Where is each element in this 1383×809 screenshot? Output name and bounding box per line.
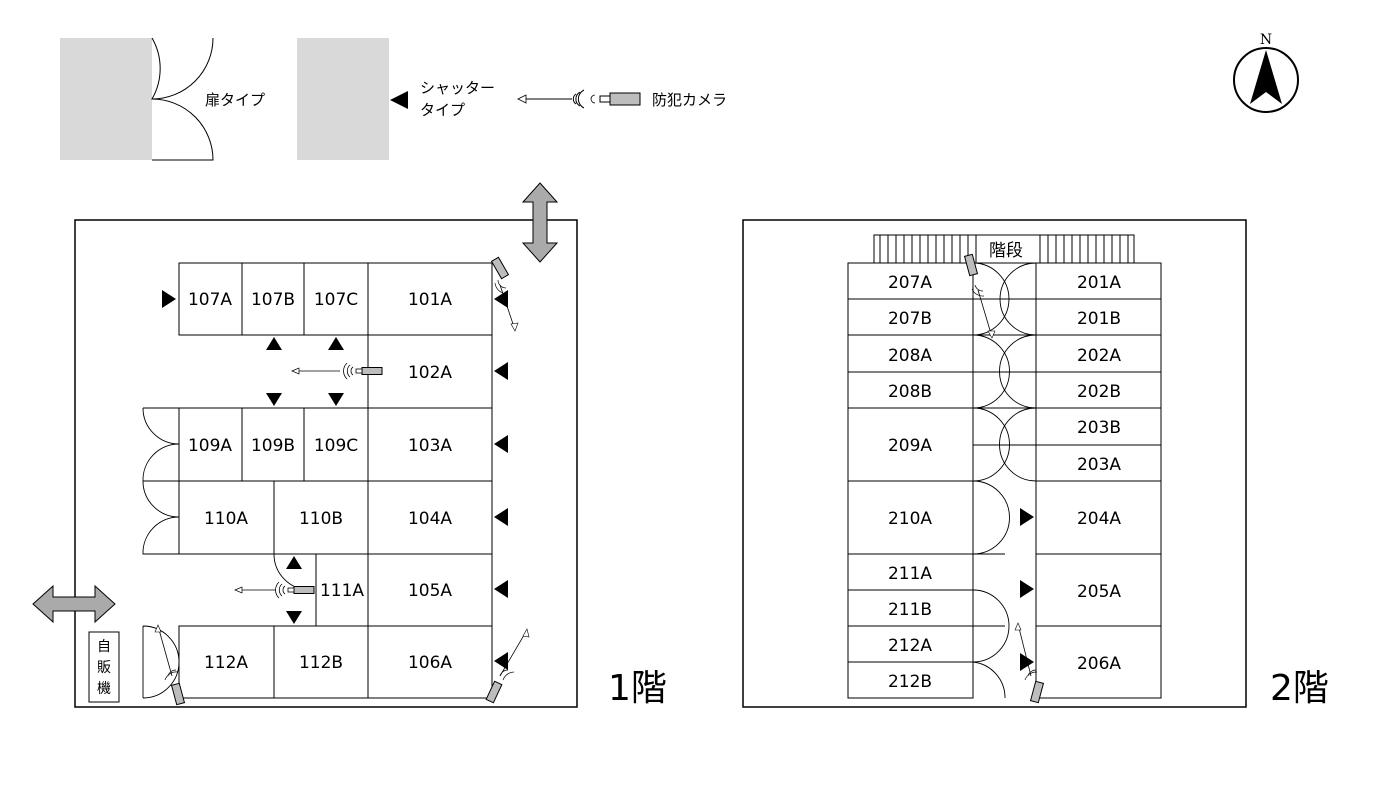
shutter-type-label-line1: シャッター bbox=[420, 79, 495, 97]
unit-212B bbox=[847, 661, 974, 699]
camera-icon bbox=[485, 680, 503, 704]
shutter-105A-icon bbox=[494, 580, 508, 598]
floor2-plan: 階段 207A 207B 208A bbox=[742, 219, 1329, 709]
floor2-outline bbox=[742, 219, 1247, 708]
shutter-type-legend: シャッター タイプ bbox=[297, 38, 495, 160]
shutter-102A-icon bbox=[494, 362, 508, 380]
door-type-legend: 扉タイプ bbox=[60, 37, 265, 161]
unit-label-211A: 211A bbox=[888, 564, 932, 584]
shutter-107A-icon bbox=[162, 290, 176, 308]
unit-label-112A: 112A bbox=[204, 653, 248, 673]
shutter-109C-icon bbox=[328, 393, 344, 406]
unit-label-107C: 107C bbox=[314, 290, 358, 310]
unit-label-105A: 105A bbox=[408, 581, 452, 601]
shutter-205A-icon bbox=[1020, 580, 1034, 598]
shutter-109B-icon bbox=[266, 393, 282, 406]
unit-label-211B: 211B bbox=[888, 600, 932, 620]
unit-label-202B: 202B bbox=[1077, 382, 1121, 402]
shutter-204A-icon bbox=[1020, 508, 1034, 526]
shutter-112B-icon bbox=[286, 611, 302, 624]
north-compass: N bbox=[1233, 32, 1299, 113]
camera-icon bbox=[1029, 680, 1045, 704]
floor1-outline bbox=[74, 219, 578, 708]
unit-label-205A: 205A bbox=[1077, 582, 1121, 602]
unit-label-109A: 109A bbox=[188, 436, 232, 456]
camera-icon bbox=[343, 362, 383, 380]
svg-text:自: 自 bbox=[97, 639, 111, 655]
unit-label-208B: 208B bbox=[888, 382, 932, 402]
shutter-type-label-line2: タイプ bbox=[420, 101, 465, 119]
shutter-206A-icon bbox=[1020, 653, 1034, 671]
shutter-110B-icon bbox=[286, 556, 302, 569]
unit-label-212B: 212B bbox=[888, 672, 932, 692]
unit-label-203B: 203B bbox=[1077, 418, 1121, 438]
unit-label-204A: 204A bbox=[1077, 509, 1121, 529]
camera-icon bbox=[490, 256, 510, 280]
entrance-north-arrow-icon bbox=[521, 182, 559, 263]
floor2-label: 2階 bbox=[1270, 668, 1329, 709]
unit-label-103A: 103A bbox=[408, 436, 452, 456]
unit-106A bbox=[367, 625, 493, 699]
unit-label-210A: 210A bbox=[888, 509, 932, 529]
unit-label-207A: 207A bbox=[888, 273, 932, 293]
unit-label-209A: 209A bbox=[888, 436, 932, 456]
legend: 扉タイプ シャッター タイプ 防犯カメラ bbox=[60, 37, 727, 161]
unit-label-109C: 109C bbox=[314, 436, 358, 456]
unit-label-208A: 208A bbox=[888, 346, 932, 366]
floor1-plan: 自 販 機 107A 107B 107C 1 bbox=[32, 182, 667, 709]
unit-label-107A: 107A bbox=[188, 290, 232, 310]
compass-arrow-icon bbox=[1250, 50, 1282, 104]
unit-label-201A: 201A bbox=[1077, 273, 1121, 293]
unit-label-110B: 110B bbox=[299, 509, 343, 529]
floor1-label: 1階 bbox=[608, 668, 667, 709]
unit-label-203A: 203A bbox=[1077, 455, 1121, 475]
compass-north-label: N bbox=[1260, 32, 1272, 48]
door-type-label: 扉タイプ bbox=[205, 91, 265, 109]
shutter-103A-icon bbox=[494, 435, 508, 453]
unit-label-110A: 110A bbox=[204, 509, 248, 529]
floor2-cameras bbox=[963, 253, 1045, 704]
camera-icon bbox=[170, 682, 186, 706]
unit-label-212A: 212A bbox=[888, 636, 932, 656]
unit-label-101A: 101A bbox=[408, 290, 452, 310]
shutter-arrow-icon bbox=[390, 91, 408, 109]
stairs-label: 階段 bbox=[989, 241, 1023, 261]
camera-legend: 防犯カメラ bbox=[517, 89, 727, 109]
stairs: 階段 bbox=[873, 234, 1135, 264]
unit-label-107B: 107B bbox=[251, 290, 295, 310]
floor1-cameras bbox=[154, 256, 530, 706]
unit-label-111A: 111A bbox=[320, 581, 364, 601]
vending-machine bbox=[88, 631, 120, 703]
entrance-west-arrow-icon bbox=[32, 584, 116, 624]
unit-label-201B: 201B bbox=[1077, 309, 1121, 329]
shutter-106A-icon bbox=[494, 652, 508, 670]
camera-icon bbox=[609, 92, 641, 106]
unit-label-206A: 206A bbox=[1077, 654, 1121, 674]
shutter-107B-icon bbox=[266, 337, 282, 350]
unit-label-104A: 104A bbox=[408, 509, 452, 529]
unit-label-109B: 109B bbox=[251, 436, 295, 456]
shutter-107C-icon bbox=[328, 337, 344, 350]
camera-icon bbox=[963, 253, 979, 277]
unit-label-112B: 112B bbox=[299, 653, 343, 673]
unit-206A bbox=[1035, 625, 1162, 699]
unit-label-202A: 202A bbox=[1077, 346, 1121, 366]
shutter-104A-icon bbox=[494, 508, 508, 526]
unit-label-102A: 102A bbox=[408, 363, 452, 383]
unit-label-207B: 207B bbox=[888, 309, 932, 329]
floor2-doors bbox=[972, 262, 1037, 699]
unit-label-106A: 106A bbox=[408, 653, 452, 673]
shutter-101A-icon bbox=[494, 290, 508, 308]
svg-text:機: 機 bbox=[97, 681, 111, 697]
camera-icon bbox=[275, 581, 315, 599]
svg-text:販: 販 bbox=[97, 660, 111, 676]
camera-label: 防犯カメラ bbox=[652, 91, 727, 109]
